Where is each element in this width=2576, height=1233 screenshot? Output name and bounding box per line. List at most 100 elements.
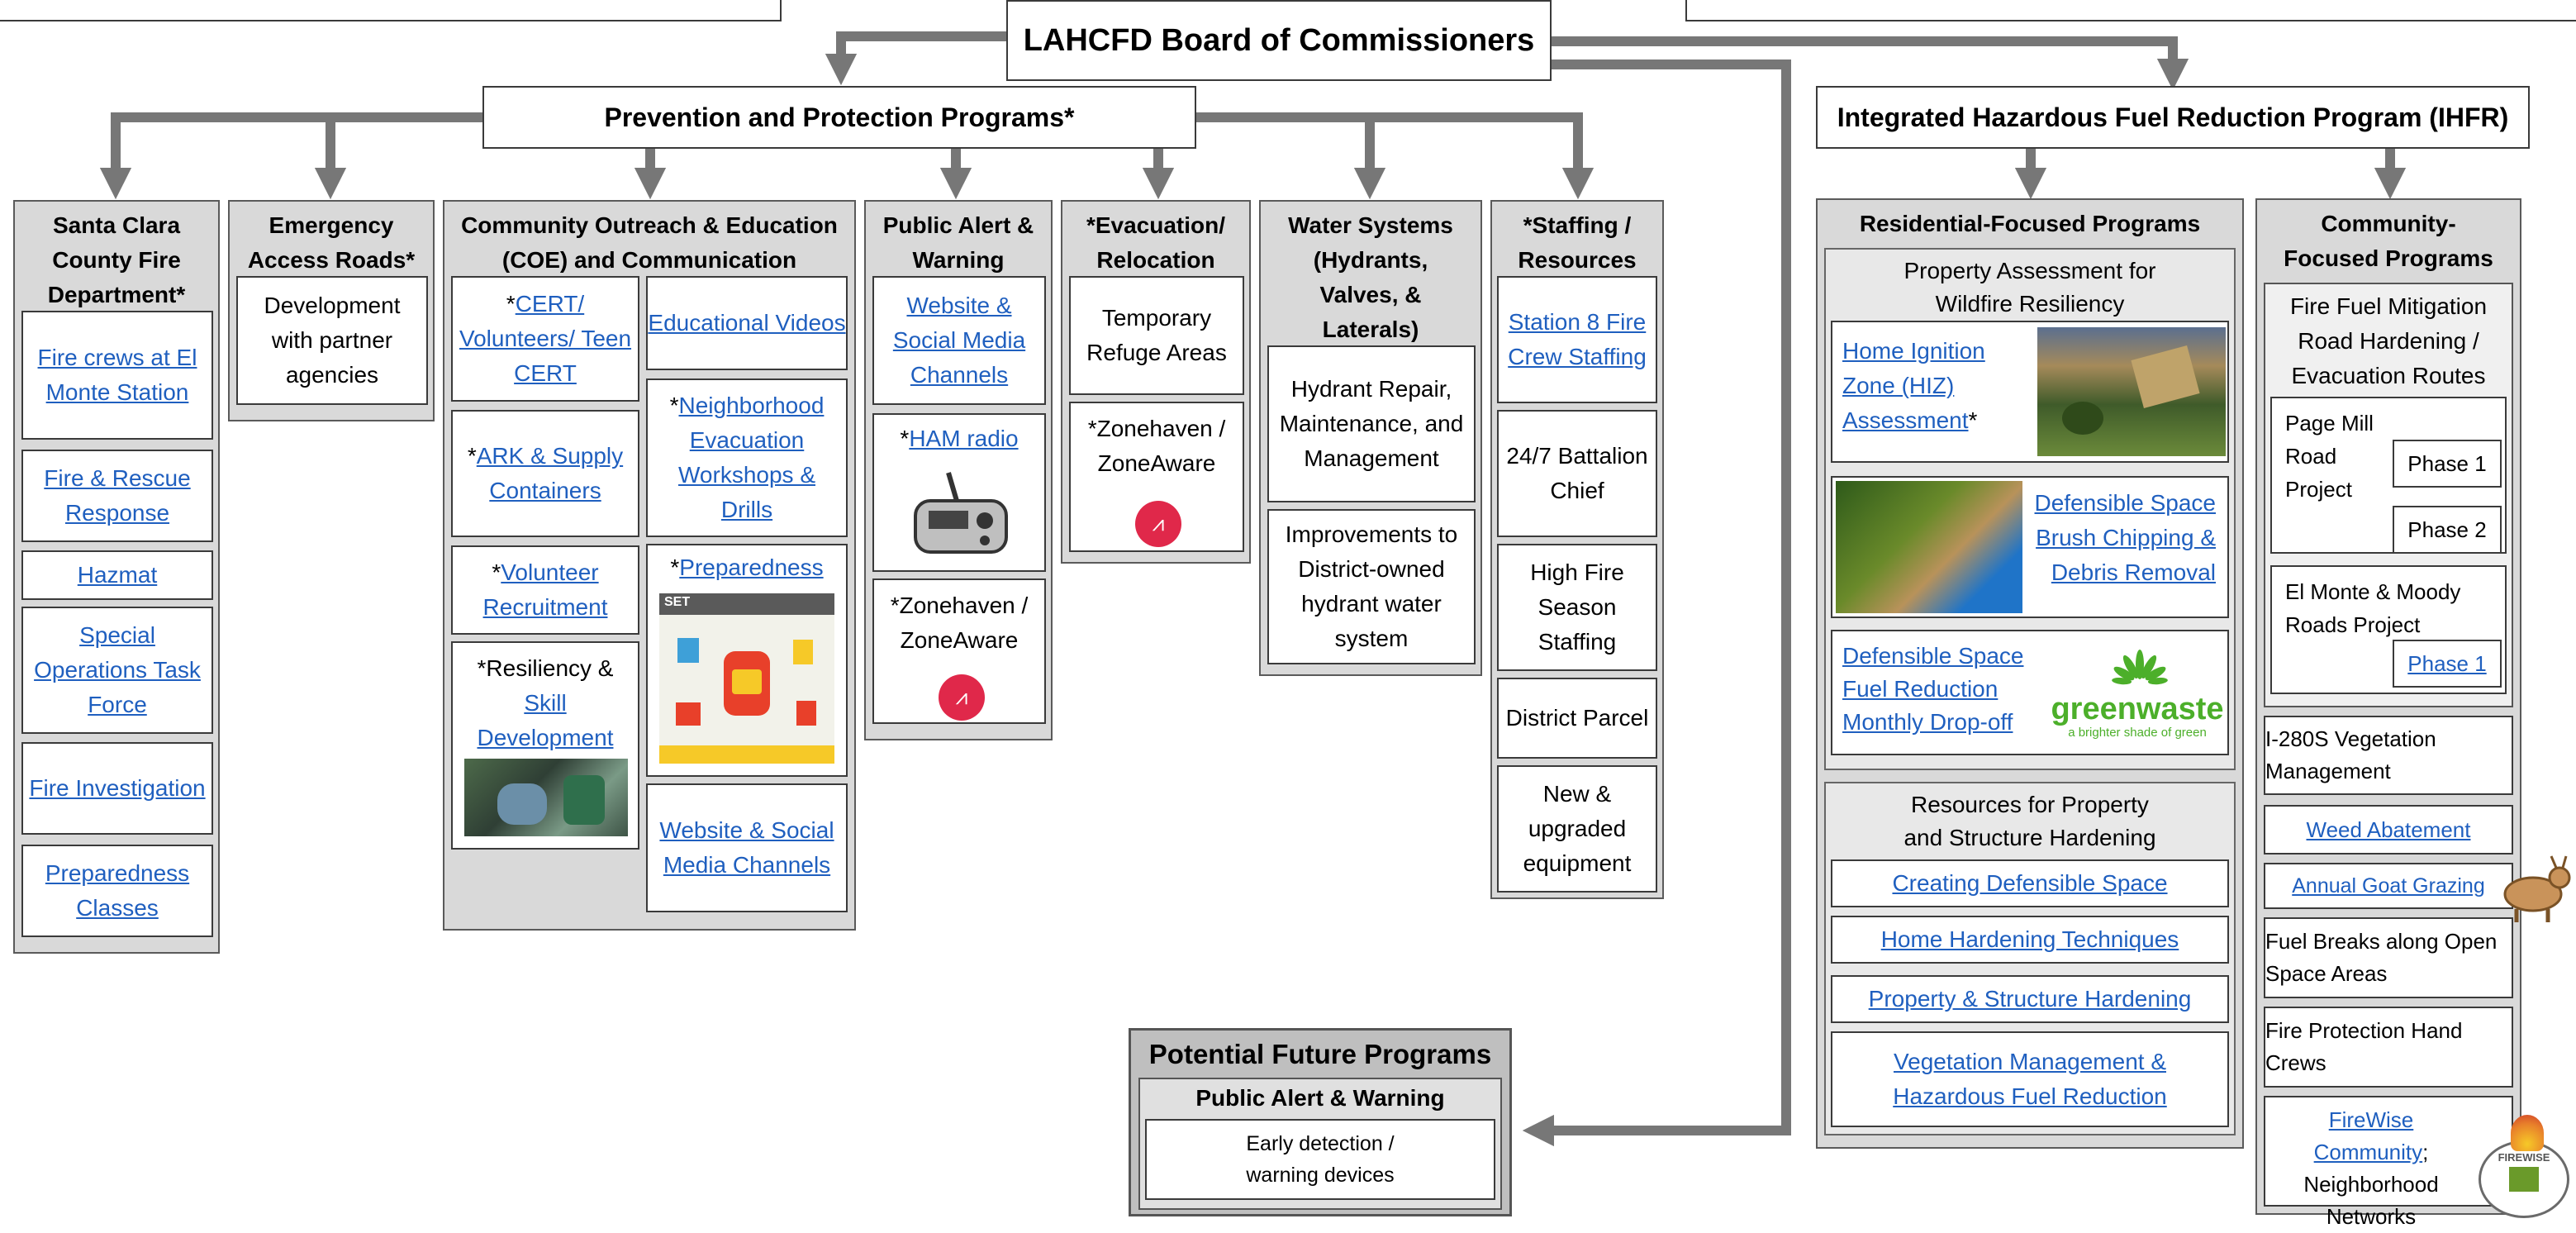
preparedness-graphic: SET <box>659 593 834 764</box>
coe-workshops-item[interactable]: *Neighborhood Evacuation Workshops & Dri… <box>646 378 848 537</box>
sccfd-link[interactable]: Preparedness Classes <box>45 860 190 921</box>
public-zonehaven-label: *Zonehaven / ZoneAware <box>890 593 1029 653</box>
sccfd-link[interactable]: Hazmat <box>77 562 158 588</box>
coe-website-link[interactable]: Website & Social Media Channels <box>659 817 834 878</box>
goat-icon <box>2503 855 2571 922</box>
coe-preparedness-item[interactable]: *Preparedness SET <box>646 544 848 777</box>
el-monte-phase1-link[interactable]: Phase 1 <box>2407 650 2487 676</box>
hardening-item[interactable]: Creating Defensible Space <box>1831 859 2229 907</box>
dropoff-link[interactable]: Defensible Space Fuel Reduction Monthly … <box>1842 643 2024 735</box>
sccfd-item[interactable]: Fire & Rescue Response <box>21 450 213 542</box>
sccfd-link[interactable]: Special Operations Task Force <box>34 622 201 717</box>
board-title: LAHCFD Board of Commissioners <box>1023 23 1535 58</box>
community-item[interactable]: Weed Abatement <box>2264 805 2513 855</box>
future-title: Potential Future Programs <box>1148 1039 1492 1069</box>
hardening-title: Resources for Property and Structure Har… <box>1903 792 2156 850</box>
offscreen-top-right-box <box>1685 0 2576 21</box>
hardening-link[interactable]: Property & Structure Hardening <box>1868 986 2192 1012</box>
goat-grazing-link[interactable]: Annual Goat Grazing <box>2292 874 2485 897</box>
sccfd-link[interactable]: Fire crews at El Monte Station <box>37 345 197 405</box>
coe-volunteer-item[interactable]: *Volunteer Recruitment <box>451 545 639 635</box>
future-subtitle: Public Alert & Warning <box>1195 1085 1445 1111</box>
sccfd-item[interactable]: Special Operations Task Force <box>21 607 213 734</box>
ham-radio-item[interactable]: *HAM radio <box>872 413 1046 572</box>
prefix-marker: * <box>492 559 501 585</box>
el-monte-label: El Monte & Moody Roads Project <box>2285 579 2461 637</box>
coe-videos-item[interactable]: Educational Videos <box>646 276 848 370</box>
coe-website-item[interactable]: Website & Social Media Channels <box>646 783 848 912</box>
coe-resiliency-item[interactable]: *Resiliency & Skill Development <box>451 641 639 850</box>
station8-link[interactable]: Station 8 Fire Crew Staffing <box>1508 309 1647 369</box>
brush-chipping-item[interactable]: Defensible Space Brush Chipping & Debris… <box>1831 476 2229 618</box>
zonehaven-logo-icon: ⩘ <box>939 674 985 721</box>
coe-cert-item[interactable]: *CERT/ Volunteers/ Teen CERT <box>451 276 639 402</box>
sccfd-item[interactable]: Fire Investigation <box>21 742 213 835</box>
staffing-item: 24/7 Battalion Chief <box>1497 410 1657 537</box>
greenwaste-tagline: a brighter shade of green <box>2068 726 2207 740</box>
sccfd-item[interactable]: Hazmat <box>21 550 213 600</box>
dropoff-item[interactable]: Defensible Space Fuel Reduction Monthly … <box>1831 630 2229 755</box>
hydrant-improvements-item: Improvements to District-owned hydrant w… <box>1267 509 1476 664</box>
community-item: I-280S Vegetation Management <box>2264 716 2513 795</box>
hardening-item[interactable]: Vegetation Management & Hazardous Fuel R… <box>1831 1031 2229 1127</box>
prefix-marker: * <box>467 443 477 469</box>
tree-icon <box>2509 1166 2539 1192</box>
hardening-item[interactable]: Home Hardening Techniques <box>1831 916 2229 964</box>
weed-abatement-link[interactable]: Weed Abatement <box>2306 816 2471 842</box>
prefix-marker: * <box>669 393 679 418</box>
hiz-item[interactable]: Home Ignition Zone (HIZ) Assessment* <box>1831 321 2229 463</box>
volunteer-link[interactable]: Volunteer Recruitment <box>482 559 608 620</box>
sccfd-link[interactable]: Fire Investigation <box>29 775 206 801</box>
sccfd-title: Santa Clara County Fire Department* <box>47 212 186 307</box>
public-alert-title: Public Alert & Warning <box>882 212 1034 273</box>
evac-zonehaven-item[interactable]: *Zonehaven / ZoneAware ⩘ <box>1069 402 1244 552</box>
cert-link[interactable]: CERT/ Volunteers/ Teen CERT <box>459 291 632 386</box>
firewise-badge-text: FIREWISE <box>2498 1150 2550 1164</box>
ihfr-title: Integrated Hazardous Fuel Reduction Prog… <box>1837 102 2509 132</box>
hardening-item[interactable]: Property & Structure Hardening <box>1831 975 2229 1023</box>
community-item: Fire Protection Hand Crews <box>2264 1007 2513 1088</box>
sccfd-link[interactable]: Fire & Rescue Response <box>44 465 191 526</box>
prefix-marker: * <box>506 291 516 317</box>
resiliency-prefix: *Resiliency & <box>477 655 614 681</box>
ark-link[interactable]: ARK & Supply Containers <box>476 443 624 503</box>
hiz-link[interactable]: Home Ignition Zone (HIZ) Assessment <box>1842 338 1985 433</box>
ham-radio-link[interactable]: HAM radio <box>909 426 1019 451</box>
greenwaste-wordmark: greenwaste <box>2051 692 2224 726</box>
staffing-item: New & upgraded equipment <box>1497 765 1657 893</box>
ihfr-header: Integrated Hazardous Fuel Reduction Prog… <box>1816 86 2530 149</box>
workshops-link[interactable]: Neighborhood Evacuation Workshops & Dril… <box>678 393 825 522</box>
hiz-diagram-photo <box>2037 327 2226 456</box>
staffing-item: District Parcel <box>1497 678 1657 759</box>
sccfd-item[interactable]: Fire crews at El Monte Station <box>21 311 213 440</box>
public-zonehaven-item[interactable]: *Zonehaven / ZoneAware ⩘ <box>872 578 1046 724</box>
community-item: Fuel Breaks along Open Space Areas <box>2264 917 2513 998</box>
hardening-link[interactable]: Vegetation Management & Hazardous Fuel R… <box>1893 1049 2167 1109</box>
hardening-link[interactable]: Home Hardening Techniques <box>1880 926 2179 952</box>
leaf-burst-icon <box>2112 650 2168 685</box>
prevention-header: Prevention and Protection Programs* <box>482 86 1196 149</box>
hardening-link[interactable]: Creating Defensible Space <box>1892 870 2168 896</box>
offscreen-top-left-box <box>0 0 782 21</box>
greenwaste-logo: greenwaste a brighter shade of green <box>2049 641 2226 747</box>
evacuation-title: *Evacuation/ Relocation <box>1086 212 1226 273</box>
refuge-areas-item: Temporary Refuge Areas <box>1069 276 1244 395</box>
board-of-commissioners: LAHCFD Board of Commissioners <box>1006 0 1552 81</box>
prefix-marker: * <box>670 555 680 580</box>
brush-chipping-link[interactable]: Defensible Space Brush Chipping & Debris… <box>2034 490 2216 585</box>
coe-title: Community Outreach & Education (COE) and… <box>461 212 838 273</box>
staffing-item: High Fire Season Staffing <box>1497 544 1657 671</box>
videos-link[interactable]: Educational Videos <box>648 310 846 336</box>
station8-item[interactable]: Station 8 Fire Crew Staffing <box>1497 276 1657 403</box>
sccfd-item[interactable]: Preparedness Classes <box>21 845 213 937</box>
coe-ark-item[interactable]: *ARK & Supply Containers <box>451 410 639 537</box>
el-monte-phase1[interactable]: Phase 1 <box>2393 640 2502 688</box>
firewise-item[interactable]: FireWise Community; Neighborhood Network… <box>2264 1096 2513 1229</box>
firewise-link[interactable]: FireWise Community <box>2313 1107 2423 1164</box>
community-item[interactable]: Annual Goat Grazing <box>2264 863 2513 909</box>
public-alert-website-link[interactable]: Website & Social Media Channels <box>892 293 1026 388</box>
skill-link[interactable]: Skill Development <box>477 690 614 750</box>
public-alert-website-item[interactable]: Website & Social Media Channels <box>872 276 1046 405</box>
property-assessment-title: Property Assessment for Wildfire Resilie… <box>1903 258 2156 317</box>
preparedness-link[interactable]: Preparedness <box>679 555 824 580</box>
